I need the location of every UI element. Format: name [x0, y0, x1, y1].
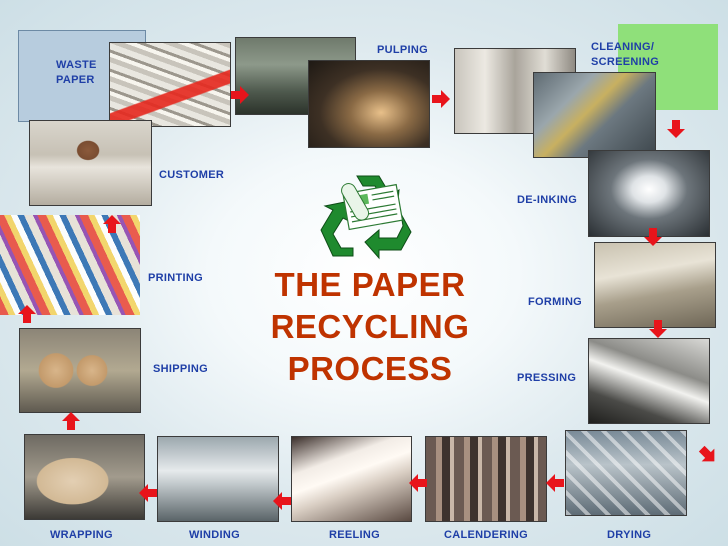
label-forming: FORMING: [528, 296, 583, 308]
label-printing: PRINTING: [148, 272, 203, 284]
red-arrow-icon: [273, 492, 291, 510]
photo-deinking-tank: [588, 150, 710, 237]
label-winding: WINDING: [189, 529, 240, 541]
photo-calendering-stack: [425, 436, 547, 522]
label-calendering: CALENDERING: [444, 529, 528, 541]
photo-drying-section: [565, 430, 687, 516]
photo-pressing-section: [588, 338, 710, 424]
red-arrow-icon: [62, 412, 80, 430]
title-line-3: PROCESS: [287, 350, 453, 387]
label-shipping: SHIPPING: [153, 363, 208, 375]
label-customer: CUSTOMER: [159, 169, 225, 181]
label-wrapping: WRAPPING: [50, 529, 113, 541]
label-drying: DRYING: [607, 529, 652, 541]
red-arrow-icon: [644, 228, 662, 246]
red-arrow-icon: [432, 90, 450, 108]
label-pulping: PULPING: [377, 44, 428, 56]
photo-winding-machine: [157, 436, 279, 522]
red-arrow-icon: [546, 474, 564, 492]
photo-screening-equipment: [533, 72, 656, 158]
red-arrow-icon: [649, 320, 667, 338]
label-waste: WASTE: [56, 59, 97, 71]
red-arrow-icon: [695, 442, 720, 467]
recycle-newspaper-icon: [320, 175, 412, 260]
photo-forming-section: [594, 242, 716, 328]
photo-pulp-vat: [308, 60, 430, 148]
diagram-title: THE PAPER RECYCLING PROCESS: [252, 264, 488, 390]
title-line-1: THE PAPER: [274, 266, 466, 303]
label-reeling: REELING: [329, 529, 380, 541]
label-pressing: PRESSING: [517, 372, 577, 384]
photo-printed-magazines: [0, 215, 140, 315]
red-arrow-icon: [139, 484, 157, 502]
red-arrow-icon: [18, 305, 36, 323]
photo-wrapping-roll: [24, 434, 145, 520]
red-arrow-icon: [231, 86, 249, 104]
label-cleaning: CLEANING/: [591, 41, 655, 53]
red-arrow-icon: [409, 474, 427, 492]
photo-shipping-rolls: [19, 328, 141, 413]
photo-customer-reading: [29, 120, 152, 206]
label-paper: PAPER: [56, 74, 95, 86]
red-arrow-icon: [103, 215, 121, 233]
photo-waste-paper-bales: [109, 42, 231, 127]
title-line-2: RECYCLING: [270, 308, 470, 345]
label-deinking: DE-INKING: [517, 194, 578, 206]
label-screening: SCREENING: [591, 56, 660, 68]
photo-reeling-roll: [291, 436, 412, 522]
red-arrow-icon: [667, 120, 685, 138]
